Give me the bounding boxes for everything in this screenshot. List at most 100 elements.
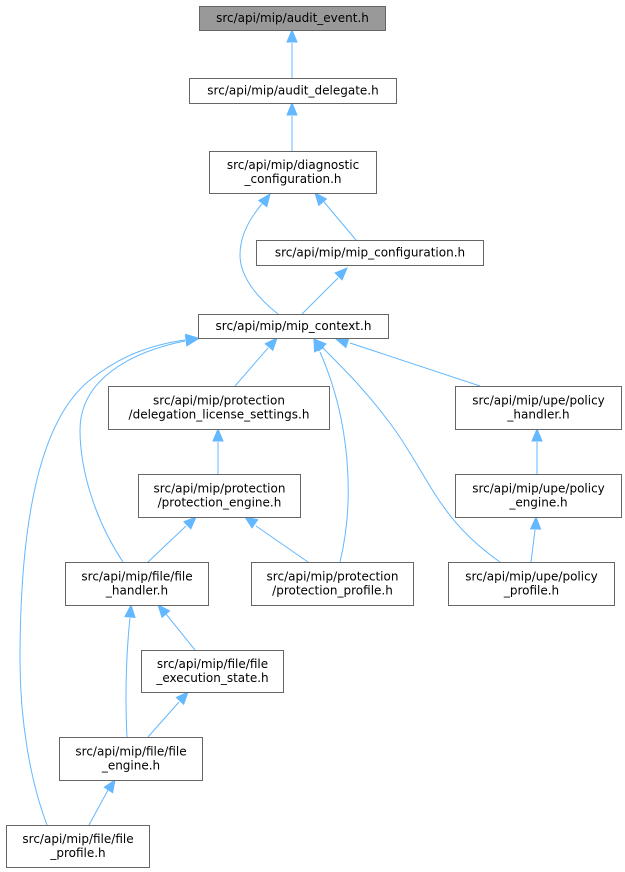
node-label: /protection_profile.h [272,584,393,598]
node-label: src/api/mip/protection [154,482,286,496]
edge-line [239,203,279,315]
edge-line [234,347,269,387]
node-file-execution-state[interactable]: src/api/mip/file/file_execution_state.h [141,650,284,693]
edge-file_profile-to-file_engine [88,778,116,826]
node-mip-configuration[interactable]: src/api/mip/mip_configuration.h [256,240,484,266]
edge-delegation_license_settings-to-mip_context [234,337,278,387]
edge-protection_profile-to-protection_engine [243,516,309,563]
edge-line [319,351,349,563]
nodes-layer: src/api/mip/audit_event.h src/api/mip/aud… [6,6,622,868]
node-upe-policy-handler[interactable]: src/api/mip/upe/policy_handler.h [455,386,622,430]
edge-upe_policy_handler-to-mip_context [334,337,481,387]
node-label: src/api/mip/audit_event.h [216,11,369,25]
node-audit-delegate[interactable]: src/api/mip/audit_delegate.h [189,78,397,104]
edge-line [323,201,357,241]
node-label: _engine.h [101,759,160,773]
node-label: _engine.h [508,496,567,510]
edge-mip_configuration-to-diagnostic_configuration [314,192,357,241]
arrowhead-icon [286,101,298,116]
node-mip-context[interactable]: src/api/mip/mip_context.h [198,314,389,339]
node-box [108,386,330,430]
arrowhead-icon [175,691,189,706]
edge-line [530,529,536,563]
node-box [448,562,615,606]
edge-upe_policy_engine-to-upe_policy_handler [531,427,543,474]
edge-file_execution_state-to-file_handler [157,604,196,651]
node-label: src/api/mip/protection [153,394,285,408]
arrowhead-icon [314,192,328,207]
node-label: src/api/mip/audit_delegate.h [207,84,378,98]
arrowhead-icon [243,516,259,529]
node-label: src/api/mip/diagnostic [227,158,359,172]
node-file-engine[interactable]: src/api/mip/file/file_engine.h [59,737,203,781]
node-diagnostic-configuration[interactable]: src/api/mip/diagnostic_configuration.h [209,151,377,194]
node-label: _profile.h [49,846,105,860]
node-box [6,825,150,868]
arrowhead-icon [529,515,542,530]
edge-line [165,613,196,651]
node-label: src/api/mip/upe/policy [465,570,598,584]
edge-line [255,525,309,563]
node-box [59,737,203,781]
node-box [189,78,397,104]
edge-line [88,789,109,826]
edges-layer [19,28,543,826]
node-protection-profile[interactable]: src/api/mip/protection/protection_profil… [251,562,414,606]
node-label: src/api/mip/upe/policy [472,482,605,496]
arrowhead-icon [183,516,197,530]
arrowhead-icon [313,338,327,352]
edge-line [147,701,180,738]
node-upe-policy-engine[interactable]: src/api/mip/upe/policy_engine.h [455,474,622,518]
node-box [198,314,389,339]
node-label: /protection_engine.h [158,496,282,510]
edge-mip_context-to-diagnostic_configuration [239,192,279,315]
arrowhead-icon [124,603,136,618]
node-label: _profile.h [503,584,559,598]
edge-file_engine-to-file_execution_state [147,691,189,738]
edge-upe_policy_profile-to-mip_context [313,338,501,563]
node-label: _configuration.h [243,172,341,186]
node-box [256,240,484,266]
edge-line [79,340,186,563]
edge-line [322,347,501,563]
edge-protection_engine-to-delegation_license_settings [212,427,224,474]
node-delegation-license-settings[interactable]: src/api/mip/protection/delegation_licens… [108,386,330,430]
edge-line [301,277,339,315]
node-upe-policy-profile[interactable]: src/api/mip/upe/policy_profile.h [448,562,615,606]
node-label: src/api/mip/file/file [22,832,133,846]
node-box [141,650,284,693]
edge-file_handler-to-mip_context [79,335,200,563]
edge-file_engine-to-file_handler [124,603,136,738]
arrowhead-icon [185,333,200,345]
edge-diagnostic_configuration-to-audit_delegate [286,101,298,151]
arrowhead-icon [257,192,271,208]
node-label: src/api/mip/file/file [81,570,192,584]
node-box [65,562,209,606]
node-file-handler[interactable]: src/api/mip/file/file_handler.h [65,562,209,606]
arrowhead-icon [264,337,278,352]
node-label: src/api/mip/mip_configuration.h [275,246,465,260]
edge-file_handler-to-protection_engine [147,516,197,563]
arrowhead-icon [103,778,116,794]
node-audit-event: src/api/mip/audit_event.h [199,6,386,31]
edge-audit_delegate-to-audit_event [286,28,298,78]
edge-line [349,342,481,387]
arrowhead-icon [334,267,348,281]
node-box [455,386,622,430]
node-file-profile[interactable]: src/api/mip/file/file_profile.h [6,825,150,868]
edge-line [125,617,131,738]
edge-line [19,339,186,826]
node-protection-engine[interactable]: src/api/mip/protection/protection_engine… [138,474,301,518]
arrowhead-icon [157,604,171,619]
node-label: src/api/mip/protection [267,570,399,584]
edge-upe_policy_profile-to-upe_policy_engine [529,515,542,563]
arrowhead-icon [531,427,543,442]
node-box [199,6,386,31]
node-label: src/api/mip/file/file [157,657,268,671]
edge-line [147,525,187,563]
node-label: _handler.h [105,584,168,598]
node-label: src/api/mip/upe/policy [472,394,605,408]
node-label: /delegation_license_settings.h [129,408,310,422]
node-box [209,151,377,194]
